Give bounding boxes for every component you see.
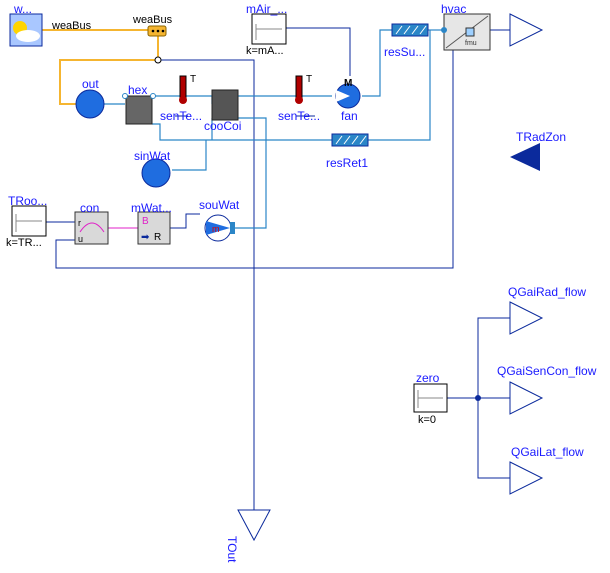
mair-param: k=mA...: [246, 45, 284, 57]
sentem2-thermometer-icon[interactable]: T: [295, 74, 312, 104]
zero-junction: [475, 395, 481, 401]
ressup-label: resSu...: [384, 45, 425, 59]
zero-block[interactable]: [413, 383, 448, 413]
sentem1-sym: T: [190, 74, 196, 85]
troo-block[interactable]: [11, 205, 47, 237]
out-label: out: [82, 77, 99, 91]
hex-label: hex: [128, 83, 147, 97]
weather-reader-icon[interactable]: [9, 13, 43, 47]
sentem1-label: senTe...: [160, 109, 202, 123]
souwat-label: souWat: [199, 198, 240, 212]
con-us: r: [78, 218, 81, 228]
qgailat-label: QGaiLat_flow: [511, 445, 584, 459]
hex-block[interactable]: [122, 93, 156, 125]
out-boundary-icon[interactable]: [75, 89, 105, 119]
resret1-pipe-icon[interactable]: [331, 133, 369, 147]
souwat-sym: m: [212, 224, 220, 234]
hvac-output-icon[interactable]: [509, 13, 544, 47]
troo-label: TRoo...: [8, 194, 47, 208]
zero-label: zero: [416, 371, 440, 385]
mwat-block[interactable]: B R ➡: [137, 211, 171, 245]
tradzon-label: TRadZon: [516, 130, 566, 144]
fan-icon[interactable]: M: [335, 78, 361, 109]
qgaisencon-label: QGaiSenCon_flow: [497, 364, 597, 378]
weabus-connector-icon[interactable]: [147, 25, 167, 37]
tout-output-icon[interactable]: [237, 509, 271, 542]
troo-param: k=TR...: [6, 237, 42, 249]
con-label: con: [80, 201, 99, 215]
qgairad-output-icon[interactable]: [509, 301, 544, 335]
tradzon-input-icon[interactable]: [510, 143, 540, 171]
weather-label: w...: [13, 2, 32, 16]
resret1-label: resRet1: [326, 156, 368, 170]
mair-label: mAir_...: [246, 2, 287, 16]
sentem2-label: senTe...: [278, 109, 320, 123]
con-controller-block[interactable]: r u: [74, 211, 109, 245]
fan-label: fan: [341, 109, 358, 123]
coocoi-label: cooCoi: [204, 119, 241, 133]
fan-sym: M: [344, 78, 352, 89]
weabus-label: weaBus: [132, 14, 173, 26]
zero-param: k=0: [418, 414, 436, 426]
hvac-sub: fmu: [465, 40, 477, 47]
sentem2-sym: T: [306, 74, 312, 85]
mwat-in: B: [142, 216, 149, 227]
ressup-pipe-icon[interactable]: [391, 23, 429, 37]
hvac-port: [441, 27, 447, 33]
con-um: u: [78, 234, 83, 244]
hvac-label: hvac: [441, 2, 466, 16]
sentem1-thermometer-icon[interactable]: T: [179, 74, 196, 104]
svg-text:➡: ➡: [141, 232, 150, 243]
wire-signals: [46, 27, 510, 510]
weabus-wire-label: weaBus: [51, 20, 92, 32]
sinwat-boundary-icon[interactable]: [141, 158, 171, 188]
sinwat-label: sinWat: [134, 149, 171, 163]
qgailat-output-icon[interactable]: [509, 461, 544, 495]
bus-junction: [154, 56, 162, 64]
coocoi-block[interactable]: [211, 89, 239, 121]
qgairad-label: QGaiRad_flow: [508, 285, 586, 299]
tout-label: TOut: [225, 536, 239, 563]
mwat-label: mWat...: [131, 201, 172, 215]
hvac-fmu-block[interactable]: fmu: [443, 13, 491, 51]
souwat-source-icon[interactable]: m: [204, 214, 235, 242]
qgaisencon-output-icon[interactable]: [509, 381, 544, 415]
mair-block[interactable]: [251, 13, 287, 45]
mwat-out: R: [154, 232, 161, 243]
